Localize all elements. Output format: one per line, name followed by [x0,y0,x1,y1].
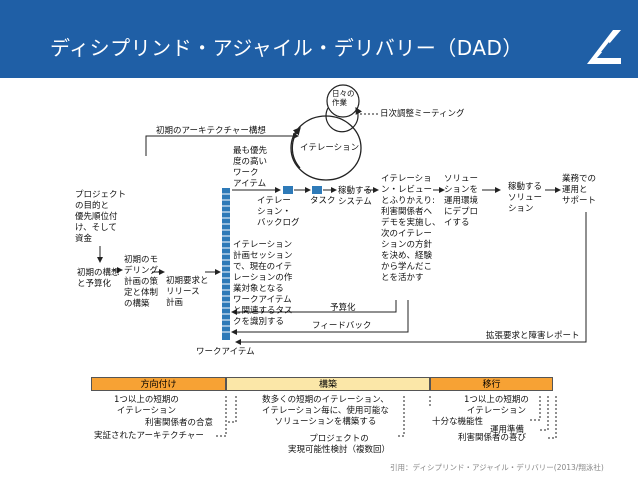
daily-work-label: 日々の 作業 [332,89,355,107]
consumable-solution-label: ソリュー ションを 運用環境 にデプロ イする [444,174,479,228]
highest-priority-label: 最も優先 度の高い ワーク アイテム [233,146,268,189]
phase-construction-bar [226,377,430,391]
iteration-label: イテレーション [300,143,360,153]
phase-inception-bar [91,377,226,391]
phase-transition-bar [430,377,553,391]
iteration-cycle [290,115,362,181]
operations-label: 業務での 運用と サポート [562,174,597,206]
transition-item-delight: 利害関係者の喜び [458,433,527,443]
tasks-stack [312,186,322,194]
initial-architecture-label: 初期のアーキテクチャー構想 [156,126,266,136]
transition-item-functionality: 十分な機能性 [432,417,484,427]
iteration-planning-label: イテレーション 計画セッション で、現在のイテ レーションの作 業対象となる ワ… [233,240,293,327]
iteration-review-label: イテレーショ ン・レビュー とふりかえり: 利害関係者へ デモを実施し、 次のイ… [381,174,441,283]
work-item-stack [222,188,230,340]
inception-item-agreement: 利害関係者の合意 [145,418,214,428]
transition-item-iterations: 1つ以上の短期の イテレーション [464,395,529,416]
transition-item-readiness: 運用準備 [490,425,525,435]
inception-item-iterations: 1つ以上の短期の イテレーション [114,395,179,416]
tasks-label: タスク [310,196,336,206]
logo-icon [587,30,621,64]
initial-requirements-label: 初期要求と リリース 計画 [166,276,209,308]
phase-inception: 方向付け [91,377,226,391]
inception-item-architecture: 実証されたアーキテクチャー [94,431,204,441]
citation: 引用：ディシプリンド・アジャイル・デリバリー(2013/翔泳社) [390,463,604,472]
daily-meeting-label: 日次調整ミーティング [380,109,465,119]
page-title: ディシプリンド・アジャイル・デリバリー（DAD） [50,36,523,60]
initial-modeling-label: 初期のモ デリング、 計画の策 定と体制 の構築 [124,255,166,309]
vision-label: プロジェクト の目的と 優先順位付 け、そして 資金 [75,190,127,244]
construction-item-viability: プロジェクトの 実現可能性検討（複数回） [288,434,391,455]
iteration-backlog-stack [283,186,293,194]
working-system-label: 稼動する システム [338,186,373,207]
enhancement-label: 拡張要求と障害レポート [486,331,580,341]
daily-work-cycle [326,84,360,118]
header-bar [0,0,638,78]
work-items-label: ワークアイテム [196,347,255,357]
feedback-label: フィードバック [312,321,372,331]
construction-item-iterations: 数多くの短期のイテレーション、 イテレーション毎に、使用可能な ソリューションを… [262,395,389,427]
phase-transition: 移行 [430,377,553,391]
working-solution-label: 稼動する ソリュー ション [508,182,543,214]
funding-label: 予算化 [330,303,356,313]
initial-planning-label: 初期の構想 と予算化 [77,268,120,289]
iteration-backlog-label: イテレー ション・ バックログ [257,196,300,228]
phase-construction: 構築 [226,377,430,391]
